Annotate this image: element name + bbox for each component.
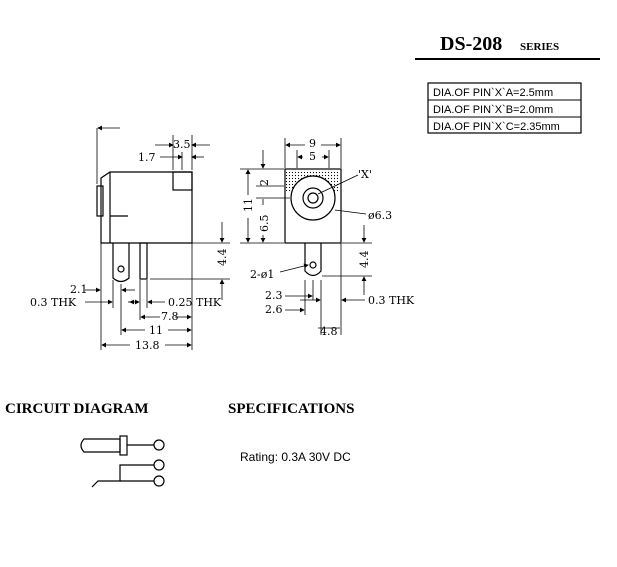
dim-2-6: 2.6: [265, 303, 283, 316]
circuit-terminal-2: [153, 459, 165, 471]
pin-table-row-b: DIA.OF PIN`X`B=2.0mm: [433, 104, 553, 116]
front-outer-bore: [290, 175, 336, 221]
front-view-dimensions: 9 5 2 11 6.5 'X' ø6.3 2-ø1 4.4 2.3 2.6 0…: [242, 137, 415, 338]
dim-7-8: 7.8: [161, 310, 179, 323]
front-pin: [304, 243, 322, 277]
dim-2: 2: [258, 179, 271, 186]
dim-side-0-3-thk: 0.3 THK: [30, 296, 77, 309]
title-block: DS-208 SERIES: [415, 33, 600, 60]
label-x: 'X': [358, 168, 372, 181]
side-view-dimensions: 3.5 1.7 4.4 2.1 0.3 THK 0.25 THK 7.8 11 …: [30, 138, 229, 352]
model-series-label: SERIES: [520, 41, 559, 53]
dim-4-8: 4.8: [320, 325, 338, 338]
dim-front-4-4: 4.4: [358, 251, 371, 269]
dim-2-dia-1: 2-ø1: [250, 268, 274, 281]
dim-9: 9: [309, 137, 316, 150]
side-pin-hole: [117, 265, 125, 273]
side-body-outline: [100, 171, 193, 244]
dim-side-4-4: 4.4: [216, 249, 229, 267]
dim-dia-6-3: ø6.3: [368, 209, 392, 222]
dim-1-7: 1.7: [138, 151, 156, 164]
front-center-pin: [307, 192, 319, 204]
front-body-outline: [284, 168, 342, 244]
dim-2-1: 2.1: [70, 283, 88, 296]
side-pin-right: [139, 242, 148, 280]
front-pin-hole: [309, 261, 317, 269]
dim-13-8: 13.8: [135, 339, 160, 352]
front-center-bore: [302, 187, 324, 209]
circuit-symbol: [80, 435, 165, 488]
side-pin-left: [112, 243, 130, 283]
dim-front-11: 11: [242, 198, 255, 212]
dim-6-5: 6.5: [258, 215, 271, 233]
specifications-heading: SPECIFICATIONS: [228, 401, 354, 417]
side-view-drawing: [85, 125, 230, 350]
front-view-drawing: [240, 138, 372, 335]
pin-table-border: [427, 82, 582, 134]
model-title: DS-208: [440, 33, 502, 55]
circuit-plug-collar: [119, 435, 128, 456]
dim-5: 5: [309, 150, 316, 163]
dim-2-3: 2.3: [265, 289, 283, 302]
circuit-diagram-heading: CIRCUIT DIAGRAM: [5, 401, 148, 417]
side-rear-latch: [172, 171, 193, 191]
circuit-terminal-1: [153, 439, 165, 451]
dim-side-11: 11: [149, 324, 163, 337]
circuit-section: CIRCUIT DIAGRAM: [5, 401, 165, 488]
circuit-plug-pin: [80, 438, 121, 453]
dim-front-0-3-thk: 0.3 THK: [368, 294, 415, 307]
dim-3-5: 3.5: [173, 138, 191, 151]
pin-table-row-c: DIA.OF PIN`X`C=2.35mm: [433, 121, 560, 133]
side-front-lip: [96, 185, 104, 217]
circuit-switch-contact: [91, 464, 154, 488]
circuit-terminal-3: [153, 475, 165, 487]
specifications-section: SPECIFICATIONS Rating: 0.3A 30V DC: [228, 401, 354, 464]
pin-diameter-table: DIA.OF PIN`X`A=2.5mm DIA.OF PIN`X`B=2.0m…: [427, 82, 582, 134]
dim-0-25-thk: 0.25 THK: [168, 296, 222, 309]
pin-table-row-a: DIA.OF PIN`X`A=2.5mm: [433, 87, 553, 99]
rating-text: Rating: 0.3A 30V DC: [240, 450, 351, 464]
